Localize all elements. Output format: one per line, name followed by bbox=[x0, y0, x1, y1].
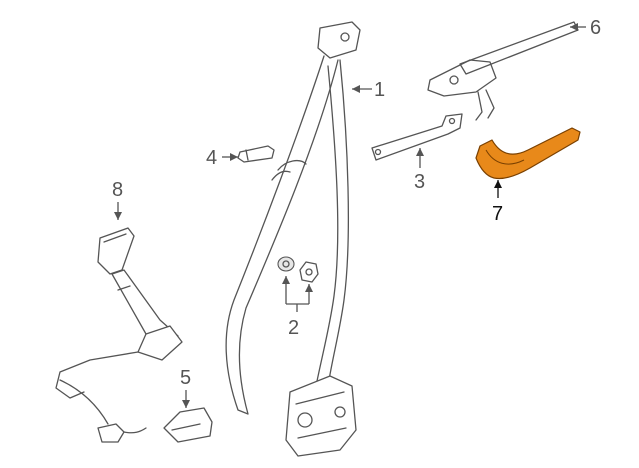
callout-1: 1 bbox=[352, 79, 385, 101]
part-4-clip[interactable] bbox=[237, 145, 275, 163]
callout-label-6: 6 bbox=[590, 17, 601, 39]
part-8-buckle-assembly[interactable] bbox=[55, 227, 183, 443]
callout-2: 2 bbox=[282, 276, 313, 339]
part-7-highlighted-trim[interactable] bbox=[475, 127, 581, 180]
callout-3: 3 bbox=[414, 148, 425, 193]
callout-6: 6 bbox=[570, 17, 601, 39]
part-1-seat-belt-assembly[interactable] bbox=[225, 21, 361, 457]
callout-5: 5 bbox=[180, 367, 191, 408]
callout-label-3: 3 bbox=[414, 171, 425, 193]
callout-label-5: 5 bbox=[180, 367, 191, 389]
callout-label-8: 8 bbox=[112, 179, 123, 201]
callout-8: 8 bbox=[112, 179, 123, 220]
callout-label-4: 4 bbox=[206, 147, 217, 169]
callout-7: 7 bbox=[492, 180, 503, 225]
part-5-cover[interactable] bbox=[163, 407, 213, 443]
callout-label-7: 7 bbox=[492, 203, 503, 225]
part-2-bolt-and-washer[interactable] bbox=[277, 256, 319, 283]
callout-label-1: 1 bbox=[374, 79, 385, 101]
part-3-bracket[interactable] bbox=[371, 113, 463, 161]
part-6-height-adjuster[interactable] bbox=[427, 21, 579, 121]
callout-4: 4 bbox=[206, 147, 238, 169]
callout-label-2: 2 bbox=[288, 317, 299, 339]
